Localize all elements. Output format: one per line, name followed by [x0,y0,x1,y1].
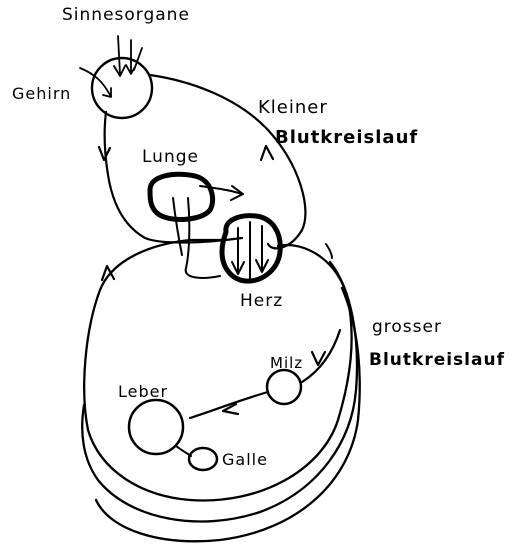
liver-circle [127,398,185,456]
small-loop-arrow-up [259,144,275,162]
lung-outline [147,171,216,222]
heart-outline [219,213,283,284]
brain-circle [90,56,154,120]
label-sinnesorgane: Sinnesorgane [62,5,190,25]
large-loop-arrow-down [310,350,327,367]
large-loop-arrow-up [100,264,116,282]
label-kleiner: Kleiner [258,97,328,118]
small-loop-arrow-down [97,145,112,162]
label-blutkreislauf-klein: Blutkreislauf [275,127,419,148]
label-milz: Milz [270,354,304,372]
return-arrow-left [221,402,240,416]
label-galle: Galle [222,450,268,469]
label-blutkreislauf-gross: Blutkreislauf [369,350,505,370]
label-leber: Leber [118,382,169,401]
liver-gallbladder-link [175,445,192,457]
label-lunge: Lunge [142,147,199,167]
spleen-circle [265,368,303,406]
large-circulation-loop-4 [325,243,333,259]
lung-flow-lines [172,185,244,279]
gehirn-arrow [79,67,112,98]
sense-arrows [113,35,143,77]
label-grosser: grosser [372,317,442,337]
inner-return-path [188,328,342,420]
heart-inner-lines [231,221,269,279]
large-circulation-loop-3 [94,286,361,543]
gallbladder-circle [187,446,219,472]
label-herz: Herz [240,291,284,311]
label-gehirn: Gehirn [12,84,72,103]
